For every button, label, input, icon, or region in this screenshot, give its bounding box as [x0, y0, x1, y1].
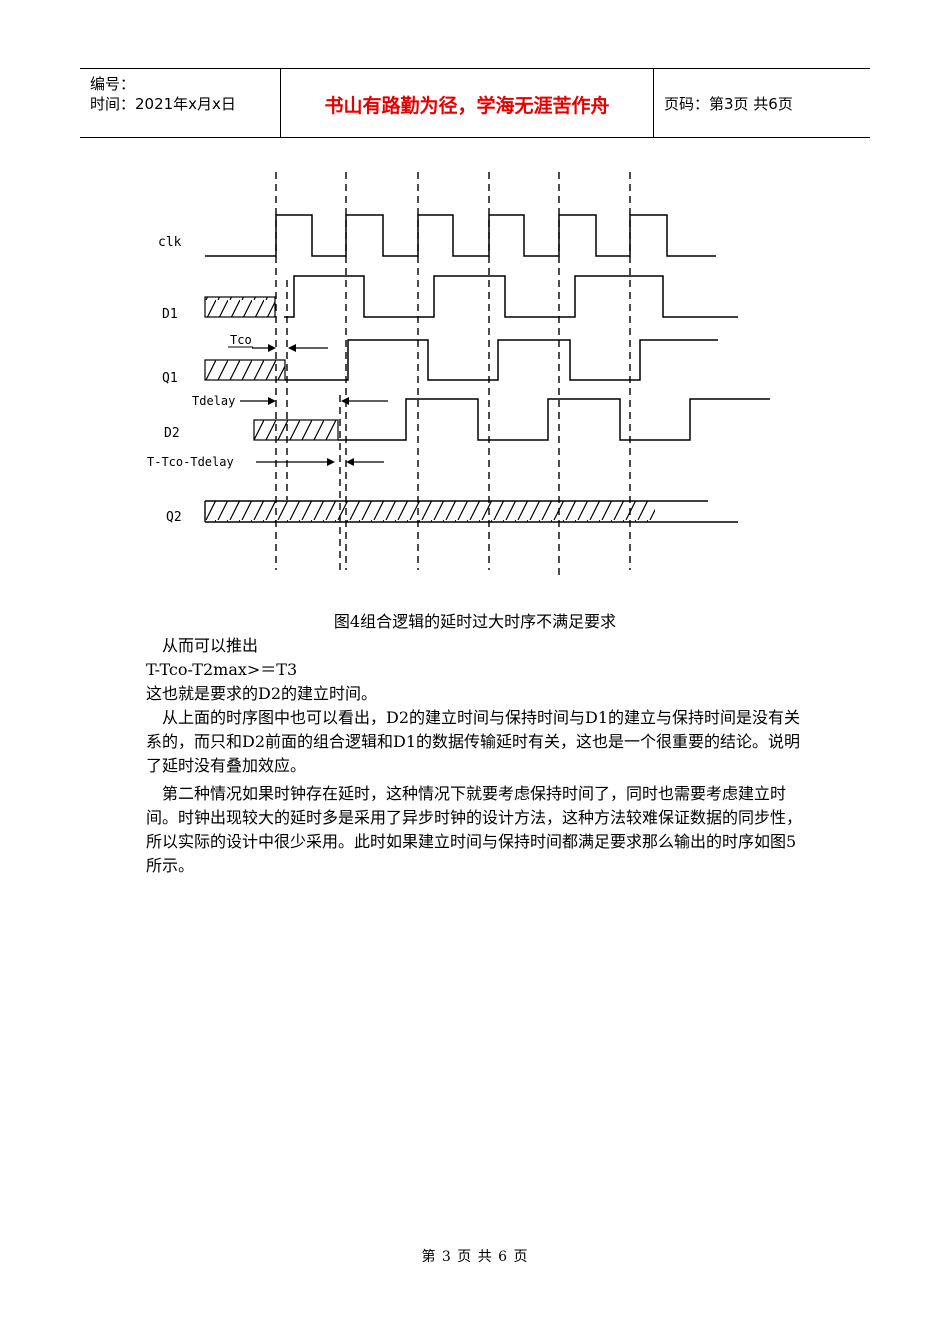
- slack-arrowhead-right: [346, 458, 354, 466]
- q1-waveform: [285, 339, 718, 381]
- tco-arrowhead-right: [288, 344, 296, 352]
- timing-diagram: clk D1 Q1 D2 Q2 Tco Tdelay T-Tco-Tdelay: [147, 172, 770, 578]
- page-header: 编号： 时间：2021年x月x日 书山有路勤为径，学海无涯苦作舟 页码：第3页 …: [80, 68, 870, 138]
- signal-label-d2: D2: [164, 426, 180, 441]
- d1-hatched-region: [204, 296, 276, 318]
- d2-waveform: [338, 398, 770, 441]
- header-page-cell: 页码：第3页 共6页: [654, 69, 870, 137]
- tdelay-arrowhead-left: [268, 397, 276, 405]
- tco-label: Tco: [230, 333, 252, 347]
- tdelay-arrowhead-right: [341, 397, 349, 405]
- signal-label-q2: Q2: [166, 510, 182, 525]
- header-meta-cell: 编号： 时间：2021年x月x日: [80, 69, 281, 137]
- slack-arrowhead-left: [327, 458, 335, 466]
- signal-label-q1: Q1: [162, 371, 178, 386]
- d2-hatched-region: [253, 419, 339, 441]
- tdelay-label: Tdelay: [192, 394, 235, 408]
- d1-waveform: [284, 275, 738, 318]
- header-motto: 书山有路勤为径，学海无涯苦作舟: [324, 95, 610, 117]
- slack-label: T-Tco-Tdelay: [147, 455, 234, 469]
- tco-arrowhead-left: [268, 344, 276, 352]
- signal-label-d1: D1: [162, 307, 178, 322]
- doc-number-label: 编号：: [90, 75, 136, 93]
- signal-label-clk: clk: [158, 235, 182, 250]
- header-motto-cell: 书山有路勤为径，学海无涯苦作舟: [281, 69, 654, 137]
- q1-hatched-region: [204, 359, 286, 381]
- figure-caption: 图4组合逻辑的延时过大时序不满足要求: [333, 612, 617, 631]
- formula-line: T-Tco-T2max>＝T3: [146, 660, 298, 679]
- paragraph-1: 从而可以推出: [162, 636, 259, 655]
- page-footer: 第 3 页 共 6 页: [421, 1249, 529, 1265]
- doc-date-label: 时间：2021年x月x日: [90, 95, 236, 113]
- q2-hatched-region: [205, 501, 655, 522]
- paragraph-3: 这也就是要求的D2的建立时间。: [146, 684, 378, 703]
- paragraph-4: 从上面的时序图中也可以看出，D2的建立时间与保持时间与D1的建立与保持时间是没有…: [146, 708, 801, 775]
- clk-waveform: [205, 214, 716, 257]
- header-page-info: 页码：第3页 共6页: [664, 95, 793, 113]
- paragraph-5: 第二种情况如果时钟存在延时，这种情况下就要考虑保持时间了，同时也需要考虑建立时间…: [146, 784, 803, 875]
